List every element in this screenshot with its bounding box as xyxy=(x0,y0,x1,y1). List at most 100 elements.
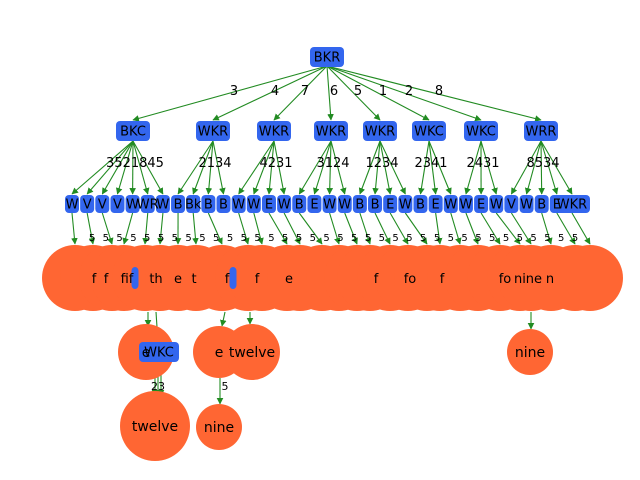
level2-node-13 xyxy=(261,195,276,213)
edge-root-to-l1-7 xyxy=(326,65,542,122)
edge-l1-3-to-l2-17 xyxy=(326,140,334,195)
level4-node-0-label: e xyxy=(142,345,151,361)
level2-node-6-label: W xyxy=(156,198,169,213)
edge-root-to-l1-3 xyxy=(326,65,334,121)
level2-node-14 xyxy=(277,195,292,213)
edge-label-l1-2: 7 xyxy=(301,84,309,99)
level2-node-27-label: E xyxy=(477,198,485,213)
root-node-label: BKR xyxy=(314,51,340,66)
edge-labels-l2-6: 5 xyxy=(172,233,178,244)
level2-node-16-label: E xyxy=(310,198,318,213)
level2-node-23 xyxy=(413,195,428,213)
edge-l2-to-l3-13 xyxy=(298,212,323,245)
level2-node-15-label: B xyxy=(295,198,304,213)
edge-labels-l2-2: 5 xyxy=(116,233,122,244)
level2-node-3 xyxy=(110,195,125,213)
edge-l3-to-l4-2 xyxy=(220,311,227,327)
edge-root-to-l1-0 xyxy=(132,65,328,122)
edge-labels-l2-4: 5 xyxy=(144,233,150,244)
level2-node-1-label: V xyxy=(83,198,92,213)
edge-l2-to-l3-18 xyxy=(389,212,409,245)
level2-node-12-label: W xyxy=(247,198,260,213)
edge-l1-2-to-l2-12 xyxy=(252,140,275,195)
edge-l2-to-l3-20 xyxy=(435,212,443,245)
level2-node-30 xyxy=(519,195,534,213)
edge-l1-6-to-l2-28 xyxy=(480,140,498,195)
level2-node-30-label: W xyxy=(520,198,533,213)
level2-node-11 xyxy=(231,195,246,213)
edge-labels-l2-21: 5 xyxy=(379,233,385,244)
edge-l1-5-to-l2-23 xyxy=(418,140,430,195)
level5-node-1 xyxy=(196,404,242,450)
level2-node-7-label: B xyxy=(174,198,183,213)
edge-root-to-l1-6 xyxy=(326,65,482,122)
level2-node-18 xyxy=(337,195,352,213)
edge-l1-0-to-l2-0 xyxy=(71,140,134,195)
level1-node-6 xyxy=(464,121,498,141)
level2-node-24 xyxy=(428,195,443,213)
level3-leaf-label-4: e xyxy=(174,272,182,287)
level1-node-7-label: WRR xyxy=(526,125,557,140)
edge-labels-l2-23: 5 xyxy=(406,233,412,244)
edge-labels-l2-16: 5 xyxy=(310,233,316,244)
edge-labels-l2-9: 5 xyxy=(213,233,219,244)
level2-node-19 xyxy=(352,195,367,213)
node-layer xyxy=(42,47,623,461)
edge-label-l1-3: 6 xyxy=(330,84,338,99)
level5-node-0-label: twelve xyxy=(132,419,178,435)
edge-labels-l2-32: 5 xyxy=(530,233,536,244)
level4-node-1-box xyxy=(139,342,179,362)
edge-l2-to-l3-16 xyxy=(359,212,372,245)
level2-node-10 xyxy=(216,195,231,213)
edge-labels-l2-26: 5 xyxy=(448,233,454,244)
edge-l1-7-to-l2-31 xyxy=(538,140,545,195)
edge-l2-to-l3-2 xyxy=(101,212,114,245)
level3-leaf-label-12: fo xyxy=(499,272,512,287)
edge-labels-l2-13: 5 xyxy=(268,233,274,244)
edge-labels-l2-28: 5 xyxy=(475,233,481,244)
edge-l2-to-l3-8 xyxy=(207,212,223,245)
level2-node-20 xyxy=(368,195,383,213)
edge-labels-l2-10: 5 xyxy=(227,233,233,244)
edge-labels-l2-22: 5 xyxy=(392,233,398,244)
level3-leaf-label-13: nine xyxy=(514,272,542,287)
edge-l1-2-to-l2-14 xyxy=(273,140,287,195)
level2-node-7 xyxy=(171,195,186,213)
level4-node-4-label: nine xyxy=(515,345,545,361)
level2-node-2-label: V xyxy=(98,198,107,213)
level2-node-13-label: E xyxy=(265,198,273,213)
level3-leaf-label-7: f xyxy=(255,272,260,287)
level1-node-3 xyxy=(314,121,348,141)
edge-l2-to-l3-4 xyxy=(142,212,149,245)
level1-node-4-label: WKR xyxy=(365,125,395,140)
level2-node-27 xyxy=(474,195,489,213)
edge-l1-0-to-l2-3 xyxy=(115,140,134,195)
edge-labels-l2-12: 5 xyxy=(254,233,260,244)
level2-node-28 xyxy=(489,195,504,213)
edge-l1-3-to-l2-18 xyxy=(330,140,347,195)
level1-node-3-label: WKR xyxy=(316,125,346,140)
level2-node-14-label: W xyxy=(278,198,291,213)
level2-node-21-label: E xyxy=(386,198,394,213)
level2-node-22-label: W xyxy=(399,198,412,213)
edge-l1-4-to-l2-20 xyxy=(372,140,381,195)
edge-l2-to-l3-7 xyxy=(192,212,199,245)
edge-l1-3-to-l2-16 xyxy=(313,140,332,195)
edge-label-l1-1: 4 xyxy=(271,84,279,99)
edge-l2-to-l3-19 xyxy=(404,212,428,245)
edge-labels-l1-3: 3124 xyxy=(316,156,349,171)
edge-l2-to-l3-23 xyxy=(480,212,501,245)
level2-node-24-label: E xyxy=(432,198,440,213)
level2-node-33-label: WKR xyxy=(557,198,587,213)
edge-labels-l2-1: 5 xyxy=(103,233,109,244)
edge-label-l5-0: 23 xyxy=(151,380,165,393)
edge-l2-to-l3-9 xyxy=(238,212,250,245)
level2-node-0-label: W xyxy=(66,198,79,213)
level3-leaf-label-6: f xyxy=(225,272,230,287)
edge-l1-4-to-l2-22 xyxy=(379,140,406,195)
edge-labels-l2-8: 5 xyxy=(199,233,205,244)
level2-node-5 xyxy=(140,195,155,213)
